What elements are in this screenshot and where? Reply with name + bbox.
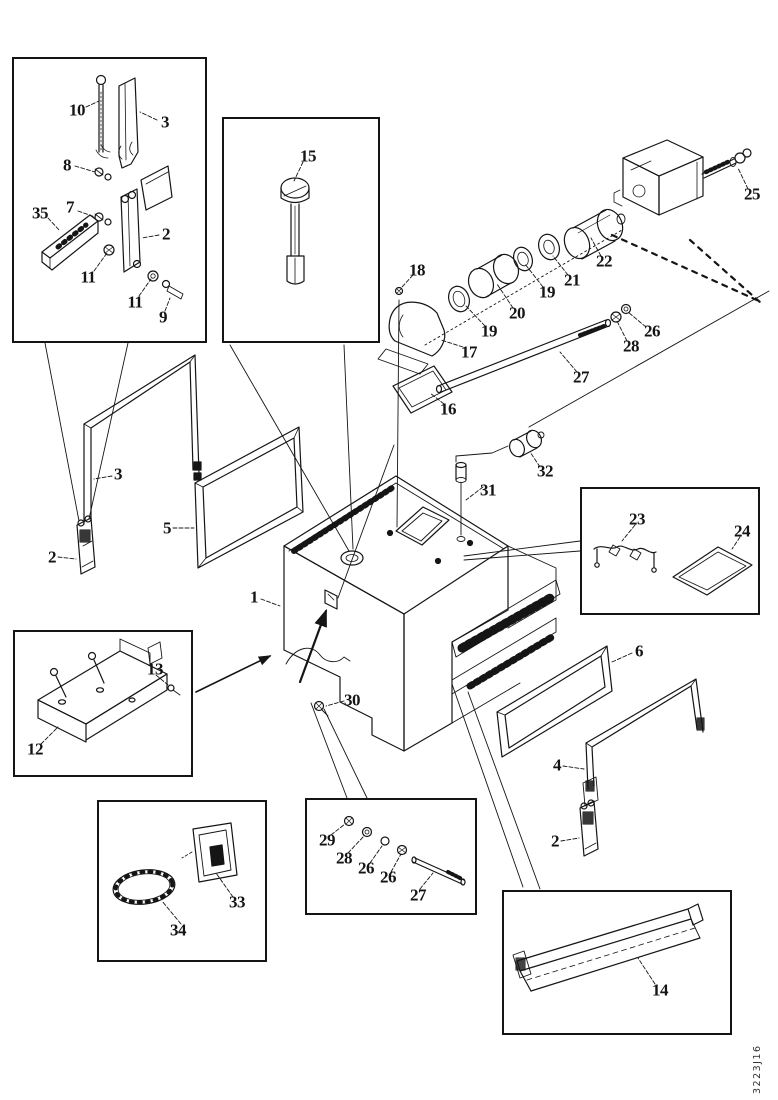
callout-8: 8	[63, 155, 72, 175]
part-14-channel	[512, 903, 704, 992]
callout-24: 24	[734, 521, 751, 541]
callout-26: 26	[644, 321, 661, 341]
part-7-screws	[94, 212, 112, 226]
part-25-bolt	[701, 148, 752, 179]
part-23-harness	[593, 544, 657, 573]
figure-code: 3223J16	[752, 1044, 763, 1094]
part-30-screw	[313, 700, 329, 717]
part-5-frame	[194, 426, 304, 569]
callout-27: 27	[573, 367, 590, 387]
callout-34: 34	[170, 920, 187, 940]
part-6-frame	[496, 645, 613, 758]
callout-3: 3	[161, 112, 170, 132]
part-27-rod-detail	[411, 856, 466, 886]
callout-2: 2	[551, 831, 560, 851]
part-17-elbow-duct	[377, 301, 446, 375]
part-21-ring	[538, 233, 560, 261]
part-34-clamp-ring	[112, 869, 176, 905]
callout-21: 21	[564, 270, 581, 290]
callout-26: 26	[380, 867, 397, 887]
part-3-frame	[83, 354, 202, 525]
part-9-screw	[161, 279, 184, 300]
part-35-rail	[41, 214, 99, 271]
callout-23: 23	[629, 509, 646, 529]
part-33-cover-plate	[181, 822, 238, 883]
part-1-main-body	[283, 475, 561, 752]
callout-28: 28	[336, 848, 353, 868]
callout-19: 19	[539, 282, 556, 302]
callout-leaders	[40, 100, 749, 985]
part-8-screws	[94, 167, 112, 181]
callout-28: 28	[623, 336, 640, 356]
callout-4: 4	[553, 755, 562, 775]
part-31-bolt	[455, 445, 509, 536]
part-housing-box	[613, 139, 704, 216]
detail-box-harness-plate	[580, 487, 760, 615]
part-12-bracket	[37, 638, 168, 743]
callout-3: 3	[114, 464, 123, 484]
callout-12: 12	[27, 739, 44, 759]
part-3-hinge-bracket-upper	[95, 77, 139, 169]
part-13-screw	[167, 684, 181, 696]
callout-6: 6	[635, 641, 644, 661]
part-18-screw	[394, 286, 404, 296]
detail-box-cover-clamp	[97, 800, 267, 962]
callout-2: 2	[48, 547, 57, 567]
callout-27: 27	[410, 885, 427, 905]
part-10-bolt	[95, 74, 107, 153]
callout-14: 14	[652, 980, 669, 1000]
callout-20: 20	[509, 303, 526, 323]
detail-box-hinge-hardware	[12, 57, 207, 343]
callout-35: 35	[32, 203, 49, 223]
callout-1: 1	[250, 587, 259, 607]
part-2-strap-right	[579, 799, 599, 857]
callout-9: 9	[159, 307, 168, 327]
callout-11: 11	[80, 267, 96, 287]
detail-box-channel-bracket	[502, 890, 732, 1035]
callout-26: 26	[358, 858, 375, 878]
callout-33: 33	[229, 892, 246, 912]
part-26-washer-nut	[380, 836, 408, 856]
part-11-nuts	[103, 244, 159, 282]
callout-13: 13	[147, 659, 164, 679]
callout-22: 22	[596, 251, 613, 271]
callout-7: 7	[66, 197, 75, 217]
part-2-strap-left	[76, 515, 96, 575]
part-19-clamps	[448, 246, 534, 313]
callout-30: 30	[344, 690, 361, 710]
callout-18: 18	[409, 260, 426, 280]
part-27-rod	[435, 318, 612, 394]
callout-17: 17	[461, 342, 478, 362]
callout-25: 25	[744, 184, 761, 204]
part-28-washer	[361, 826, 373, 838]
detail-box-mount-bracket	[13, 630, 193, 777]
callout-11: 11	[127, 292, 143, 312]
callout-32: 32	[537, 461, 554, 481]
callout-16: 16	[440, 399, 457, 419]
callout-29: 29	[319, 830, 336, 850]
callout-10: 10	[69, 100, 86, 120]
part-29-screw	[343, 815, 355, 827]
callout-31: 31	[480, 480, 497, 500]
part-15-breather	[280, 177, 310, 285]
part-20-blower-cylinder	[467, 253, 520, 299]
part-22-motor	[563, 208, 626, 260]
part-4-frame	[582, 678, 705, 807]
callout-15: 15	[300, 146, 317, 166]
part-32-sensor	[509, 429, 545, 458]
part-26-28-fasteners	[610, 303, 632, 323]
callout-2: 2	[162, 224, 171, 244]
detail-box-fastener-set	[305, 798, 477, 915]
detail-box-breather	[222, 117, 380, 343]
callout-19: 19	[481, 321, 498, 341]
part-2-hinge-bracket-lower	[120, 165, 173, 273]
part-24-plate	[672, 546, 753, 596]
callout-5: 5	[163, 518, 172, 538]
